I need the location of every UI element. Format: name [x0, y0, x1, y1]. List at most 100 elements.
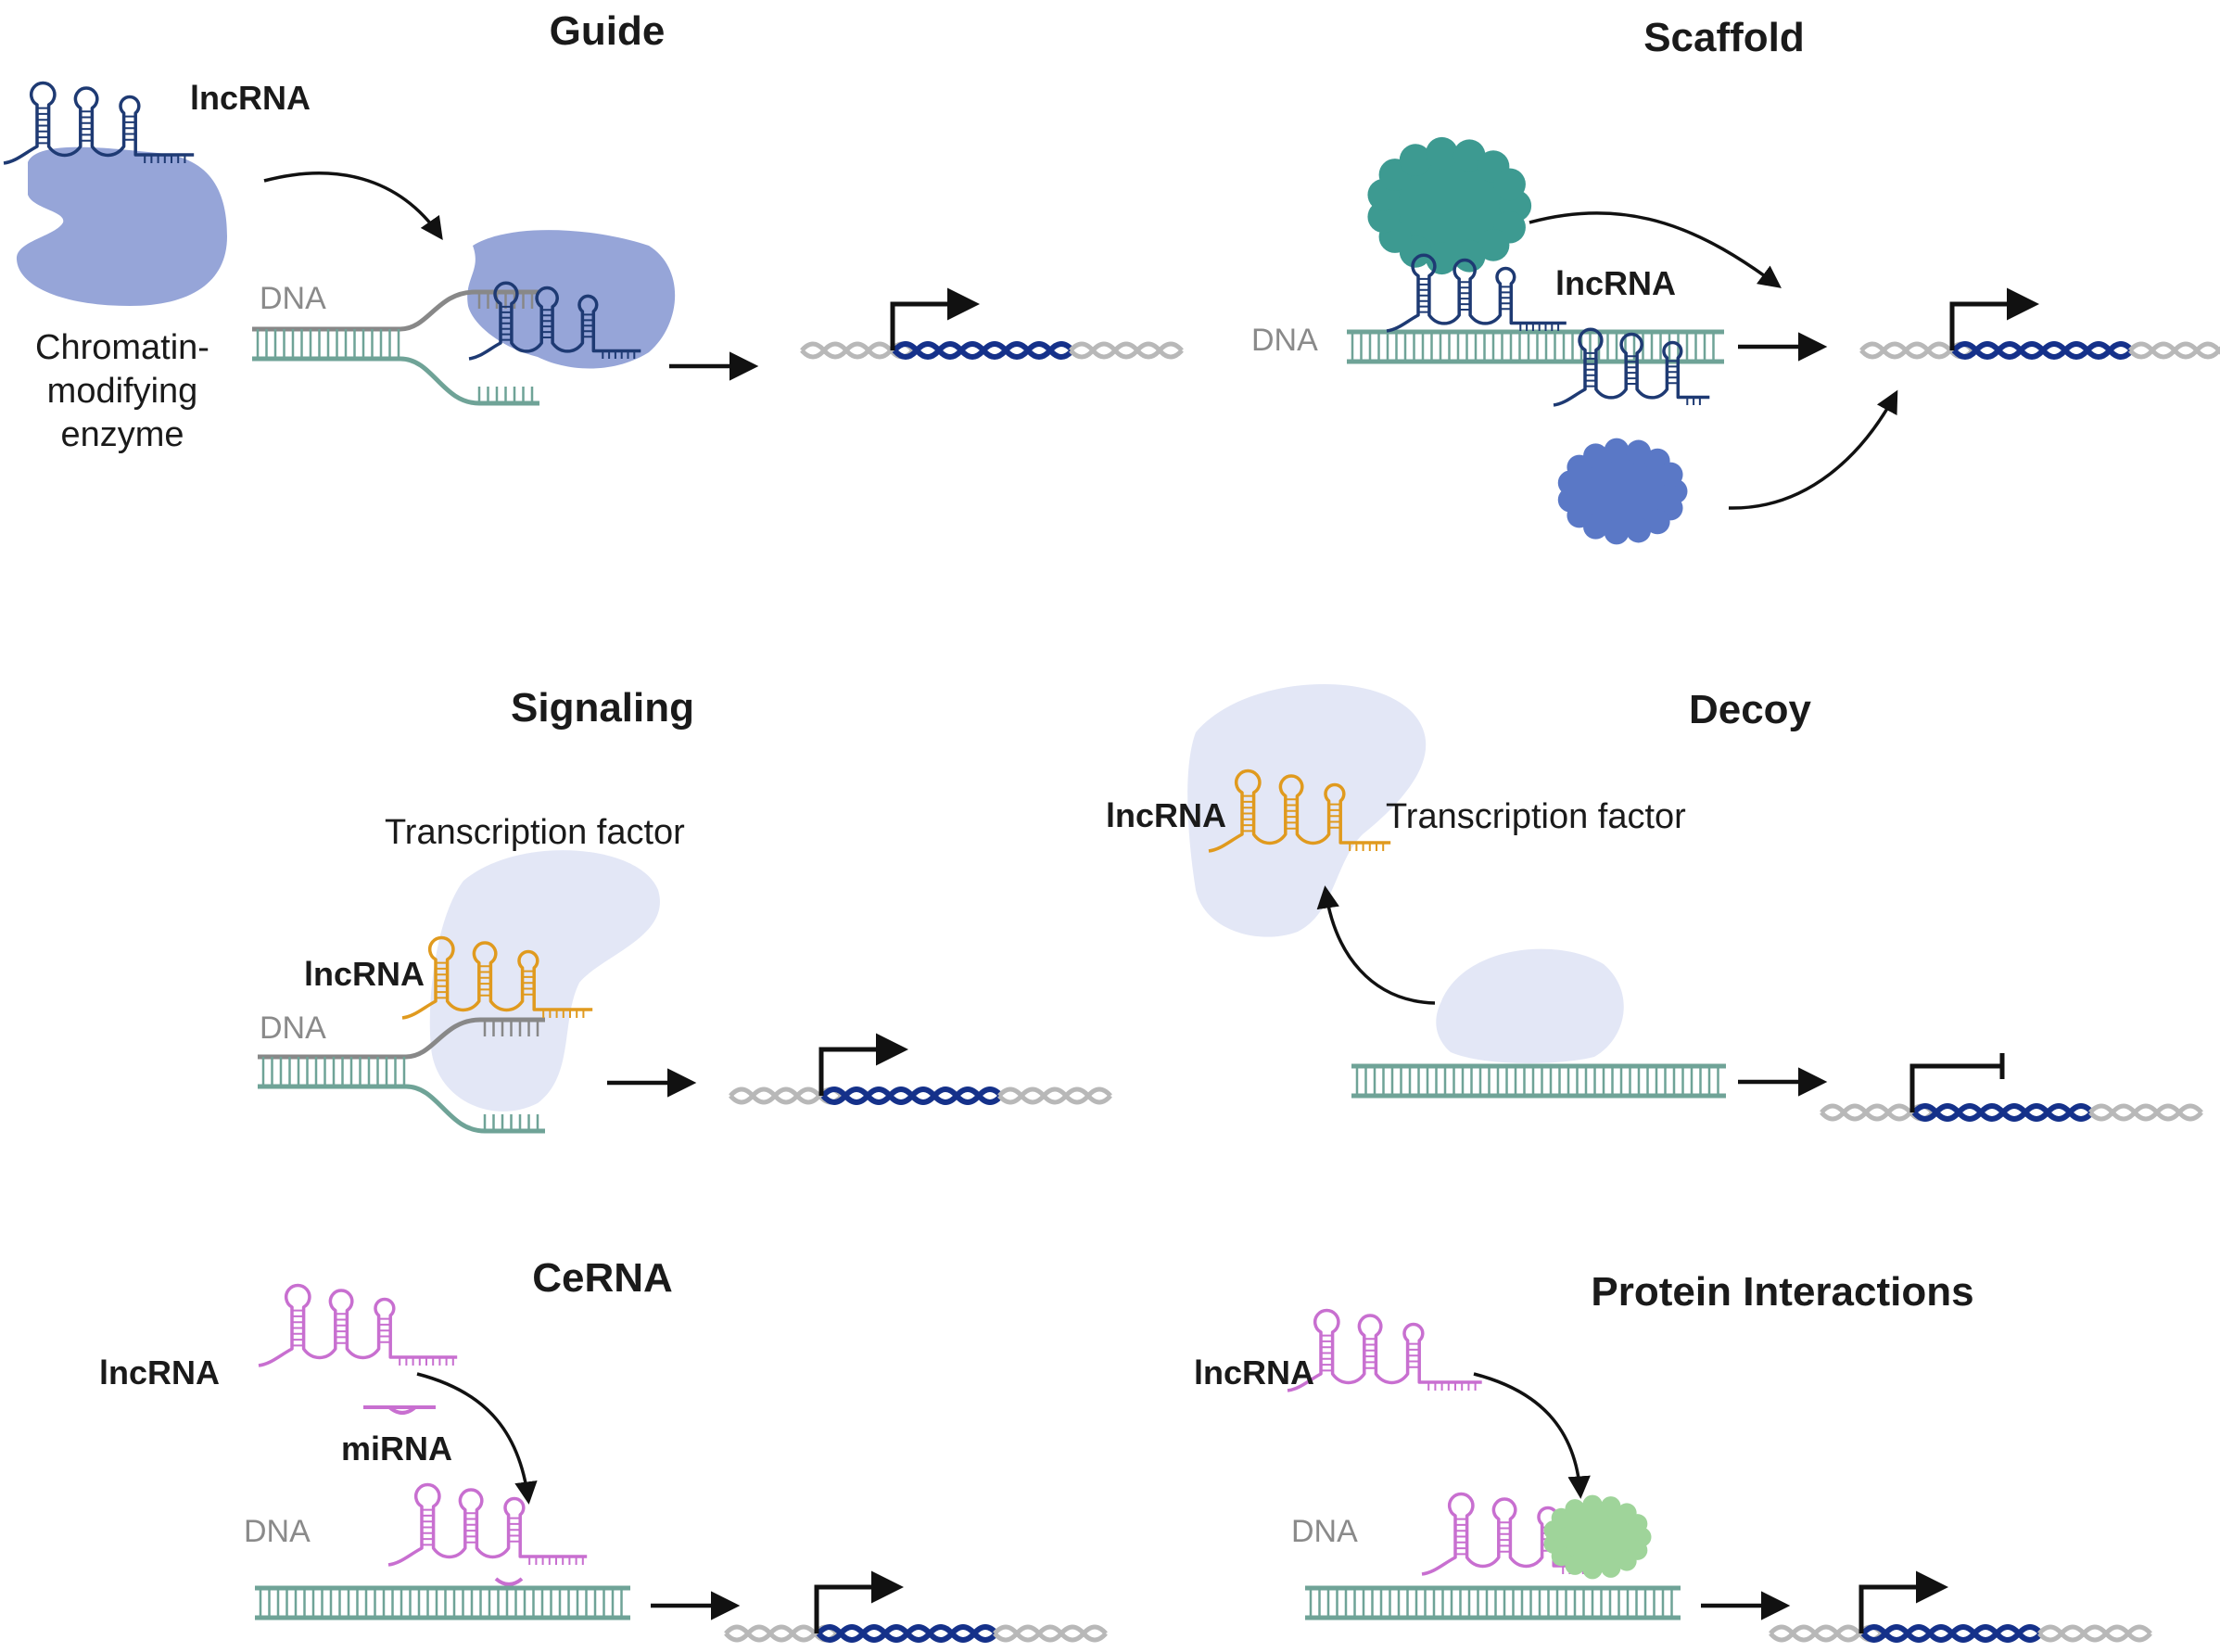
gene-flank-right	[2037, 1624, 2152, 1643]
scaffold-gene	[1859, 287, 2220, 360]
promoter-arrow-icon	[814, 1570, 904, 1633]
protein-lncrna-free	[1287, 1308, 1482, 1392]
cerna-lncrna-free	[258, 1283, 458, 1367]
stem-rungs	[541, 309, 553, 339]
repressed-promoter-icon	[1909, 1053, 2005, 1112]
dna-rungs	[1351, 332, 1715, 362]
decoy-gene	[1820, 1053, 2203, 1122]
guide-unwound-dna	[252, 289, 539, 406]
protein-gene	[1769, 1570, 2152, 1643]
scaffold-title: Scaffold	[1643, 15, 1805, 60]
cerna-title: CeRNA	[532, 1255, 673, 1301]
protein-lobe	[1657, 462, 1683, 488]
dna-rungs	[261, 1057, 406, 1087]
rna-backbone	[1287, 1308, 1482, 1392]
protein-lobe	[1453, 139, 1486, 172]
enzyme-label-line2: modifying	[47, 372, 198, 411]
protein-dna-label: DNA	[1291, 1514, 1358, 1549]
protein-lobe	[1557, 487, 1583, 513]
protein-lobe	[1582, 1494, 1603, 1515]
scaffold-lncrna-top	[1386, 253, 1567, 333]
stem-rungs	[37, 107, 49, 145]
rna-tail-bases	[1686, 397, 1701, 405]
decoy-lncrna	[1208, 769, 1391, 853]
scaffold-curved-arrow-bottom	[1728, 389, 1898, 510]
decoy-dna	[1351, 1063, 1726, 1099]
gene-coding-region	[816, 1624, 999, 1643]
dna-top-strand	[258, 1017, 545, 1060]
rna-tail-bases	[1519, 323, 1560, 331]
cerna-lncrna-bound	[387, 1482, 588, 1567]
promoter-arrow-icon	[1949, 287, 2039, 350]
protein-lobe	[1628, 1514, 1648, 1534]
signaling-title: Signaling	[511, 685, 694, 731]
dna-rungs	[1355, 1066, 1719, 1096]
stem-rungs	[436, 961, 448, 999]
protein-lobe	[1626, 439, 1652, 465]
gene-flank-right	[1069, 341, 1184, 360]
protein-lobe	[1493, 168, 1526, 201]
rna-tail-bases	[1349, 843, 1385, 851]
guide-curved-arrow-icon	[263, 172, 443, 241]
signaling-lncrna	[401, 935, 593, 1020]
protein-lobe	[1565, 1499, 1585, 1519]
guide-free-lncrna	[3, 81, 195, 165]
dna-rungs	[1309, 1588, 1673, 1618]
rna-tail-bases	[1427, 1382, 1477, 1391]
stem-rungs	[1500, 286, 1512, 311]
stem-rungs	[1667, 360, 1679, 385]
stem-rungs	[335, 1313, 348, 1344]
rna-tail-bases	[542, 1010, 585, 1018]
promoter-arrow-icon	[818, 1033, 908, 1096]
dna-top-bases	[483, 1020, 539, 1036]
stem-rungs	[123, 115, 136, 141]
blue-protein	[1557, 438, 1688, 545]
green-protein	[1543, 1494, 1652, 1580]
stem-rungs	[478, 965, 491, 997]
rna-backbone	[1208, 769, 1391, 853]
protein-lobe	[1477, 229, 1510, 261]
stem-rungs	[464, 1512, 477, 1544]
rna-backbone	[3, 81, 195, 165]
gene-flank-right	[2128, 341, 2220, 360]
scaffold-dna-label: DNA	[1251, 323, 1318, 358]
rna-tail-bases	[399, 1357, 454, 1366]
rna-backbone	[387, 1482, 588, 1567]
protein-lobe	[1399, 144, 1432, 176]
dna-rungs	[259, 1588, 623, 1618]
cerna-gene	[724, 1570, 1108, 1643]
cerna-dna	[255, 1585, 630, 1620]
decoy-lncrna-label: lncRNA	[1106, 796, 1226, 834]
protein-lobe	[1582, 1559, 1603, 1580]
stem-rungs	[1455, 1518, 1467, 1556]
stem-rungs	[1418, 277, 1429, 313]
stem-rungs	[1242, 794, 1254, 832]
dna-bottom-bases	[477, 387, 534, 403]
mirna-label: miRNA	[341, 1430, 452, 1468]
chromatin-enzyme-bound	[467, 230, 676, 369]
stem-rungs	[1407, 1342, 1420, 1368]
rna-backbone	[401, 935, 593, 1020]
protein-lobe	[1583, 443, 1608, 469]
promoter-arrow-icon	[890, 287, 980, 350]
dna-bottom-bases	[483, 1114, 539, 1131]
protein-lobe	[1617, 1551, 1637, 1571]
gene-flank-right	[2088, 1103, 2203, 1122]
mirna-bulge	[387, 1405, 417, 1415]
signaling-transcription-factor	[429, 850, 660, 1112]
scaffold-dna	[1347, 329, 1724, 364]
guide-bound-lncrna	[468, 281, 641, 361]
stem-rungs	[1364, 1338, 1376, 1369]
dna-rungs	[256, 329, 400, 359]
protein-lobe	[1644, 509, 1670, 535]
protein-lobe	[1604, 519, 1630, 545]
decoy-tf-label: Transcription factor	[1386, 797, 1686, 836]
cerna-lncrna-label: lncRNA	[99, 1353, 220, 1391]
stem-rungs	[1321, 1334, 1333, 1372]
protein-curved-arrow	[1473, 1372, 1591, 1499]
stem-rungs	[292, 1309, 304, 1347]
stem-rungs	[1328, 803, 1341, 829]
protein-dna	[1305, 1585, 1681, 1620]
stem-rungs	[501, 305, 512, 341]
